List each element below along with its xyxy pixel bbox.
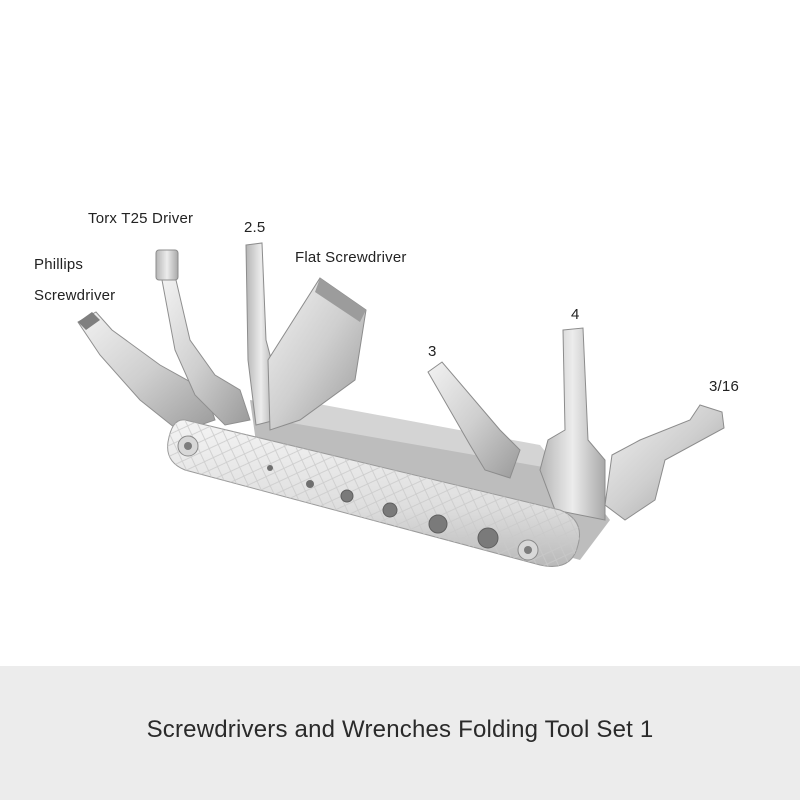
label-flat-screwdriver: Flat Screwdriver bbox=[295, 249, 407, 266]
product-photo: Torx T25 Driver 2.5 Phillips Screwdriver… bbox=[34, 210, 739, 567]
label-hex-3: 3 bbox=[428, 343, 437, 360]
label-hex-3-16: 3/16 bbox=[709, 378, 739, 395]
hex-key-3 bbox=[427, 361, 521, 479]
label-torx-t25: Torx T25 Driver bbox=[88, 210, 194, 227]
caption-bar bbox=[0, 666, 800, 800]
label-phillips-line2: Screwdriver bbox=[34, 287, 116, 304]
product-caption: Screwdrivers and Wrenches Folding Tool S… bbox=[146, 716, 654, 743]
label-hex-4: 4 bbox=[571, 306, 580, 323]
label-hex-2-5: 2.5 bbox=[244, 219, 266, 236]
folding-tool-illustration bbox=[77, 242, 725, 567]
tool-front-plate bbox=[167, 419, 580, 567]
flat-screwdriver bbox=[267, 277, 367, 431]
label-phillips-line1: Phillips bbox=[34, 256, 84, 273]
torx-t25-driver bbox=[155, 249, 251, 426]
hex-key-3-16 bbox=[604, 404, 725, 521]
hex-key-4 bbox=[539, 327, 606, 521]
